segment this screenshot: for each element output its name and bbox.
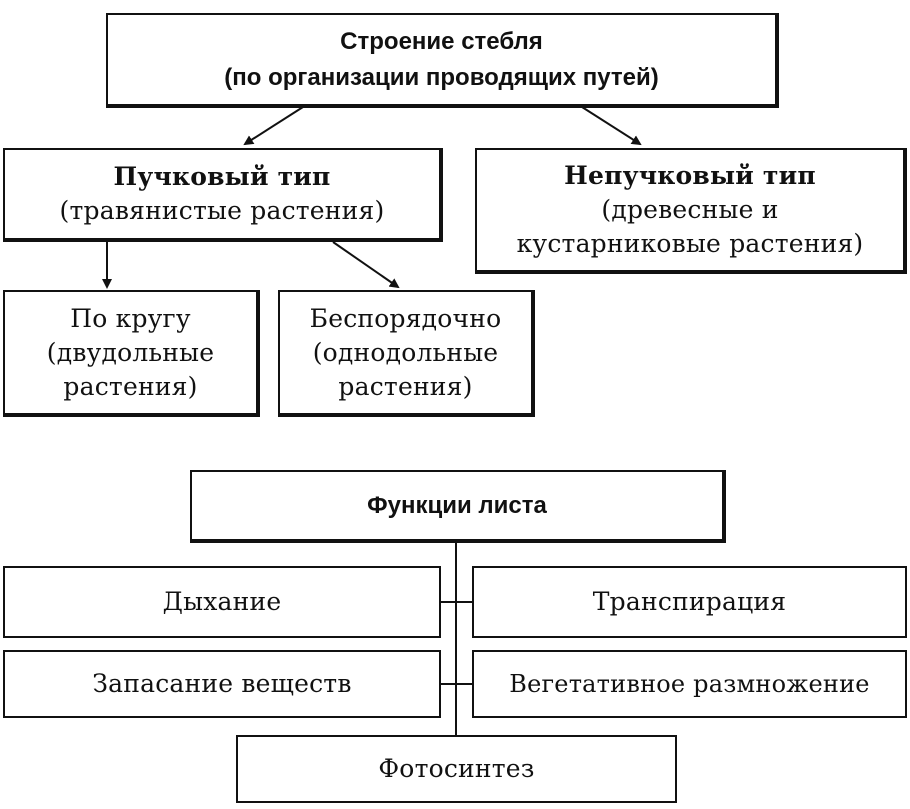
arrow-bundle-to-random: [332, 241, 400, 289]
stem-structure-subtitle: (по организации проводящих путей): [224, 63, 659, 91]
nonbundle-type-subtitle-line-1: (древесные и: [601, 195, 779, 224]
leaf-function-vegetative-reproduction-box: Вегетативное размножение: [472, 650, 907, 718]
scattered-arrangement-line-2: (однодольные: [312, 337, 499, 367]
arrow-root-to-nonbundle: [581, 106, 642, 146]
bundle-type-title: Пучковый тип: [113, 162, 331, 191]
leaf-function-transpiration-box: Транспирация: [472, 566, 907, 638]
leaf-function-respiration-box: Дыхание: [3, 566, 441, 638]
bundle-type-box: Пучковый тип (травянистые растения): [3, 148, 443, 242]
scattered-arrangement-line-3: растения): [338, 371, 473, 401]
leaf-functions-title: Функции листа: [367, 491, 547, 519]
leaf-functions-root-box: Функции листа: [190, 470, 726, 543]
leaf-function-transpiration: Транспирация: [592, 587, 787, 616]
arrow-root-to-bundle: [243, 106, 304, 146]
scattered-arrangement-box: Беспорядочно (однодольные растения): [278, 290, 535, 417]
scattered-arrangement-line-1: Беспорядочно: [309, 303, 502, 333]
circular-arrangement-line-1: По кругу: [70, 303, 191, 333]
nonbundle-type-box: Непучковый тип (древесные и кустарниковы…: [475, 148, 907, 274]
nonbundle-type-title: Непучковый тип: [564, 161, 816, 190]
leaf-function-vegetative-reproduction: Вегетативное размножение: [509, 670, 870, 698]
leaf-function-photosynthesis-box: Фотосинтез: [236, 735, 677, 803]
bundle-type-subtitle: (травянистые растения): [59, 196, 385, 225]
leaf-function-storage: Запасание веществ: [92, 669, 352, 698]
circular-arrangement-line-2: (двудольные: [46, 337, 215, 367]
stem-structure-title: Строение стебля: [340, 27, 543, 55]
leaf-function-respiration: Дыхание: [162, 587, 282, 616]
circular-arrangement-box: По кругу (двудольные растения): [3, 290, 260, 417]
stem-structure-root-box: Строение стебля (по организации проводящ…: [106, 13, 779, 108]
leaf-function-storage-box: Запасание веществ: [3, 650, 441, 718]
leaf-function-photosynthesis: Фотосинтез: [378, 754, 535, 783]
circular-arrangement-line-3: растения): [63, 371, 198, 401]
nonbundle-type-subtitle-line-2: кустарниковые растения): [516, 229, 864, 258]
